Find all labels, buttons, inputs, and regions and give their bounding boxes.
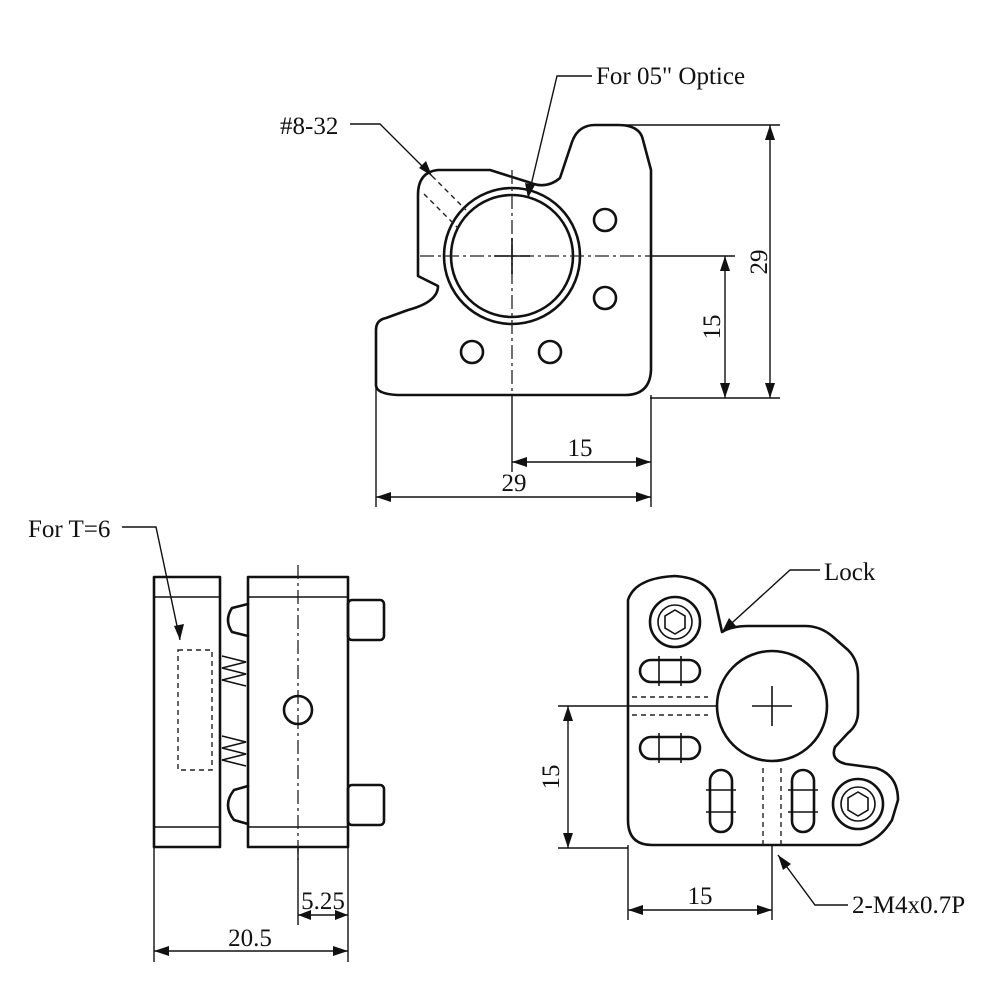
slot-bottom-right: [788, 768, 818, 834]
adjuster-screw-bottom: [346, 783, 386, 827]
lock-screw-bottom: [831, 777, 885, 831]
arrowhead: [563, 833, 573, 848]
top-height-center-label: 15: [699, 315, 726, 340]
side-offset-label: 5.25: [301, 888, 345, 915]
arrowhead: [636, 492, 651, 502]
top-width-total-label: 29: [502, 470, 527, 497]
tap-callout-label: 2-M4x0.7P: [852, 892, 965, 919]
tapped-hole-horizontal-hidden: [632, 696, 708, 716]
arrowhead: [636, 457, 651, 467]
arrowhead: [525, 183, 535, 198]
arrowhead: [563, 706, 573, 721]
arrowhead: [376, 492, 391, 502]
tapped-hole-vertical-hidden: [762, 768, 782, 845]
mount-hole: [592, 285, 618, 311]
arrowhead: [419, 161, 432, 176]
slot-top-left: [638, 656, 702, 686]
arrowhead: [765, 125, 775, 140]
optic-callout-leader: [527, 75, 592, 199]
mount-hole: [592, 207, 618, 233]
arrowhead: [333, 946, 348, 956]
arrowhead: [765, 383, 775, 398]
thread-callout-leader: [350, 123, 433, 177]
arrowhead: [720, 383, 730, 398]
side-width-label: 20.5: [228, 925, 272, 952]
mount-hole: [459, 339, 485, 365]
tap-callout-leader: [777, 854, 848, 906]
rear-mount-outline: [626, 574, 900, 847]
mount-hole: [537, 339, 563, 365]
side-view: 20.5 5.25 For T=6: [28, 516, 386, 962]
thread-callout-label: #8-32: [280, 113, 338, 140]
arrowhead: [720, 256, 730, 271]
pivot-ball: [226, 784, 250, 826]
lock-callout-leader: [721, 569, 820, 633]
arrowhead: [298, 910, 311, 920]
arrowhead: [722, 618, 736, 632]
rear-view: 15 15 Lock 2-M4x0.7P: [538, 559, 965, 920]
slot-mid-left: [638, 733, 702, 763]
slot-bottom-left: [706, 768, 736, 834]
rear-height-center-label: 15: [538, 765, 565, 790]
top-height-total-label: 29: [746, 250, 773, 275]
front-plate: [152, 575, 222, 849]
side-hole: [282, 694, 314, 726]
spring-bottom: [221, 735, 247, 767]
arrowhead: [757, 905, 772, 915]
front-view: 29 15 15 29 For 05" Optice #8-32: [280, 63, 780, 507]
optic-callout-label: For 05" Optice: [596, 63, 745, 90]
front-mount-outline: [374, 123, 653, 397]
arrowhead: [335, 910, 348, 920]
optic-thickness-hidden: [177, 649, 213, 771]
adjuster-tip-top: [226, 602, 250, 638]
adjuster-screw-top: [346, 598, 386, 642]
arrowhead: [512, 457, 527, 467]
spring-top: [221, 655, 247, 687]
thread-bore-hidden: [423, 175, 467, 229]
thickness-callout-label: For T=6: [28, 516, 110, 543]
lock-screw-top: [648, 595, 702, 649]
rear-width-center-label: 15: [688, 883, 713, 910]
lock-callout-label: Lock: [824, 559, 876, 586]
top-width-center-label: 15: [568, 435, 593, 462]
thickness-callout-leader: [122, 526, 181, 641]
arrowhead: [154, 946, 169, 956]
arrowhead: [174, 624, 184, 640]
arrowhead: [628, 905, 643, 915]
arrowhead: [778, 855, 791, 870]
